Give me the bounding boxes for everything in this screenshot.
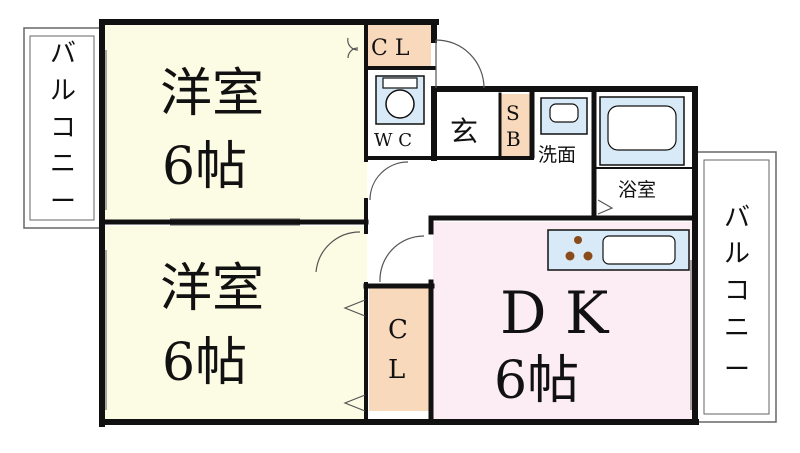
balcony-right: [696, 151, 777, 423]
balcony-right-label: バ ル コ ニ ー: [724, 203, 750, 385]
balcony-left-char: コ: [50, 113, 76, 143]
closet-bottom-label-l: L: [388, 355, 405, 385]
closet-top-label: C L: [371, 36, 410, 61]
dk-size: 6帖: [494, 351, 579, 411]
stove-burner-icon: [583, 251, 593, 261]
kitchen-counter: [547, 229, 690, 271]
stove-burner-icon: [565, 251, 575, 261]
balcony-left-char: ー: [50, 187, 76, 217]
balcony-right-char: ー: [724, 355, 750, 385]
window-lines: [105, 50, 692, 410]
western-room-bottom: [102, 226, 367, 419]
balcony-left-label: バ ル コ ニ ー: [50, 39, 76, 217]
bathtub-icon: [599, 96, 685, 166]
washroom-label: 洗面: [538, 144, 576, 166]
closet-top: [367, 25, 431, 68]
shoebox-label-b: B: [506, 127, 521, 151]
balcony-left: [23, 27, 101, 229]
room-bottom-name: 洋室: [160, 259, 264, 319]
entrance-area: [437, 94, 499, 156]
dk-name: D K: [500, 279, 610, 347]
stove-burner-icon: [574, 236, 582, 244]
room-bottom-size: 6帖: [162, 333, 247, 393]
balcony-right-char: ニ: [724, 313, 750, 343]
toilet-label: W C: [374, 130, 412, 151]
entrance-label: 玄: [450, 115, 478, 148]
room-top-name: 洋室: [160, 64, 264, 124]
hallway: [367, 158, 433, 286]
washbasin-icon: [540, 97, 588, 135]
balcony-left-char: ル: [50, 76, 76, 106]
balcony-right-char: ル: [724, 239, 750, 269]
room-top-size: 6帖: [162, 137, 247, 197]
balcony-left-char: バ: [50, 39, 76, 69]
closet-bottom-label-c: C: [388, 315, 408, 345]
closet-bottom: [369, 288, 430, 411]
balcony-right-char: バ: [724, 203, 750, 233]
balcony-left-char: ニ: [50, 149, 76, 179]
door-swings: [315, 37, 614, 412]
shoebox-label-s: S: [506, 101, 520, 125]
bathroom-label: 浴室: [618, 179, 656, 201]
walls: [99, 19, 699, 427]
toilet-icon: [375, 75, 425, 125]
balcony-right-char: コ: [724, 276, 750, 306]
shoe-box: [499, 94, 531, 156]
western-room-top: [102, 25, 367, 221]
